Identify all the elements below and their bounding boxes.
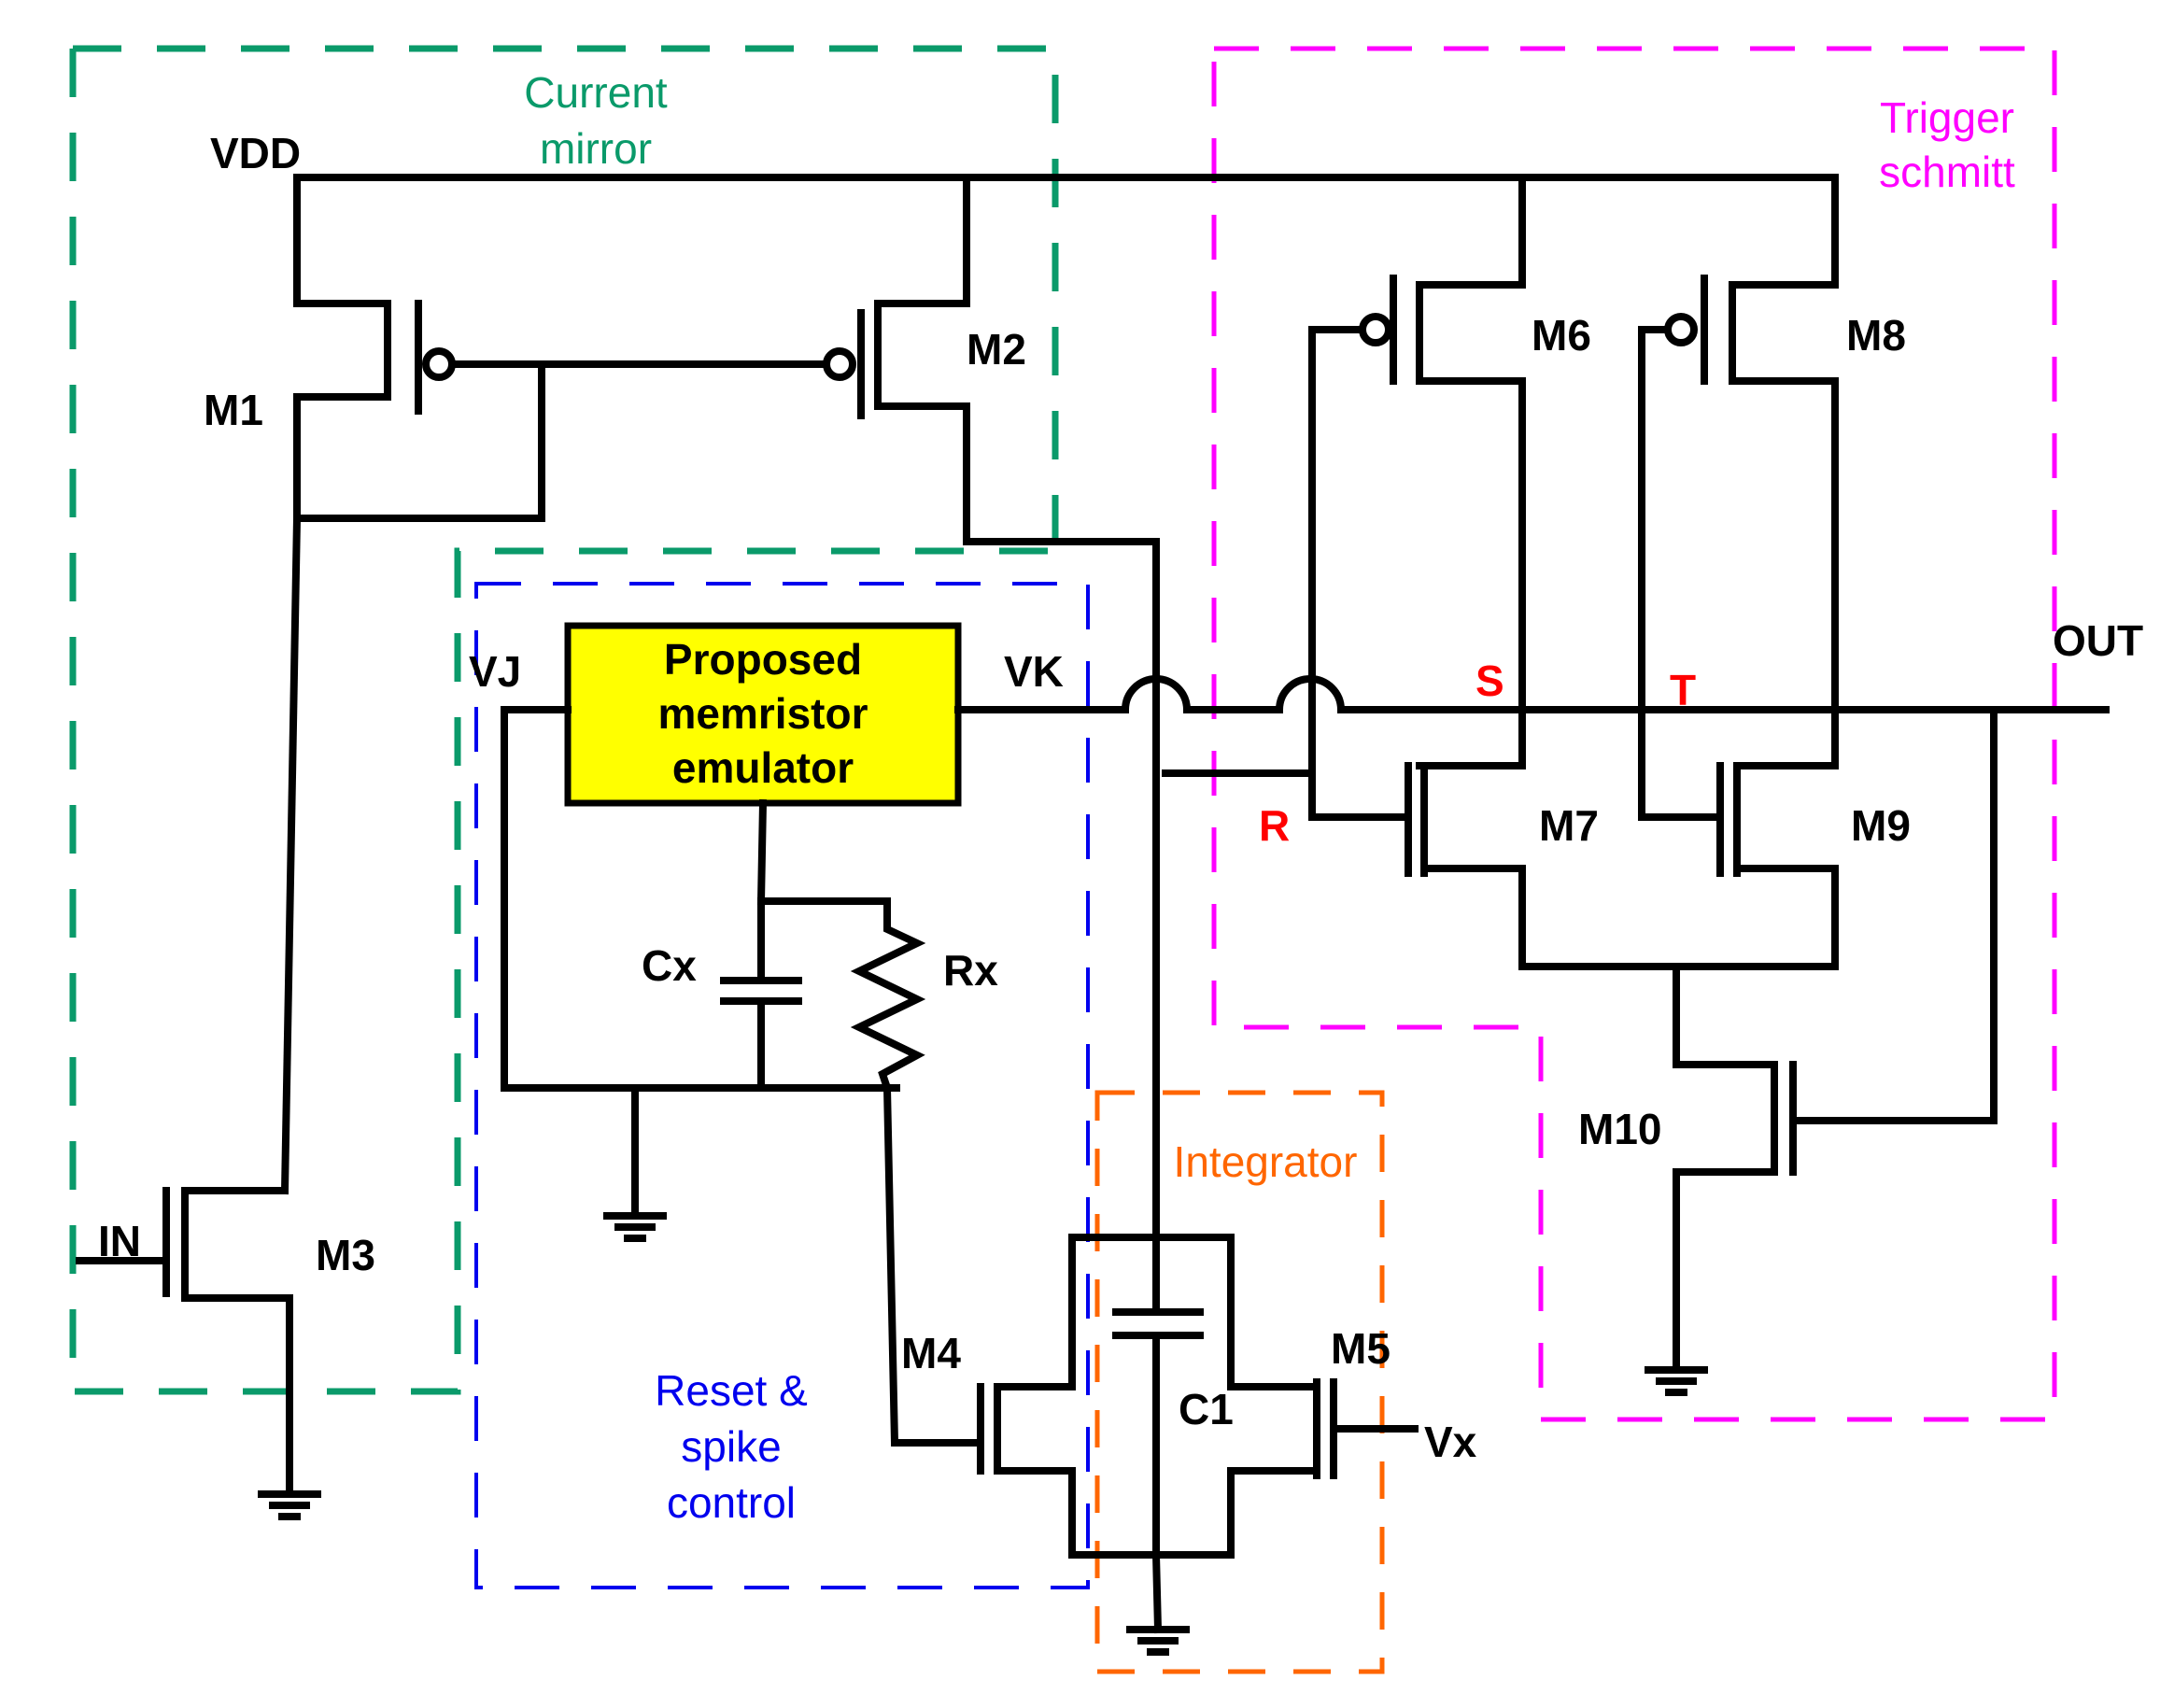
current-mirror-region	[69, 45, 1059, 1395]
transistor-m8	[1638, 275, 1839, 769]
memristor-label-line1: Proposed	[664, 635, 862, 684]
trigger-schmitt-label-2: schmitt	[1879, 148, 2015, 196]
vk-label: VK	[1004, 647, 1064, 696]
node-t-label: T	[1670, 666, 1696, 714]
m7-label: M7	[1539, 801, 1599, 850]
m9-label: M9	[1851, 801, 1911, 850]
m10-label: M10	[1578, 1105, 1661, 1153]
m6-label: M6	[1532, 311, 1591, 360]
c1-label: C1	[1179, 1385, 1234, 1433]
vk-line	[954, 675, 2110, 713]
transistor-m1	[293, 300, 545, 522]
node-r-label: R	[1259, 801, 1290, 850]
vx-label: Vx	[1424, 1418, 1477, 1466]
resistor-rx	[850, 897, 926, 1094]
reset-spike-label-2: spike	[681, 1422, 781, 1471]
out-label: OUT	[2053, 616, 2143, 665]
rx-label: Rx	[943, 946, 998, 995]
trigger-schmitt-label-1: Trigger	[1880, 93, 2014, 142]
vj-label: VJ	[469, 647, 521, 696]
m5-label: M5	[1331, 1324, 1391, 1373]
transistor-m6	[1308, 275, 1526, 769]
reset-spike-label-1: Reset &	[655, 1366, 808, 1415]
transistor-m4	[977, 1234, 1320, 1559]
reset-spike-label-3: control	[667, 1478, 796, 1527]
integrator-label: Integrator	[1174, 1137, 1358, 1186]
vdd-label: VDD	[210, 129, 301, 177]
vdd-rail	[293, 174, 1839, 289]
node-s-label: S	[1475, 656, 1504, 705]
capacitor-c1	[1112, 1220, 1204, 1656]
capacitor-cx	[720, 897, 802, 1092]
m4-label: M4	[901, 1329, 961, 1377]
integrator-region	[1094, 1090, 1385, 1674]
reset-spike-region	[474, 582, 1090, 1589]
m8-label: M8	[1846, 311, 1906, 360]
transistor-m5	[1313, 1378, 1419, 1479]
current-mirror-label-1: Current	[524, 68, 668, 117]
m1-label: M1	[204, 386, 263, 434]
transistor-m9	[1716, 762, 1839, 970]
current-mirror-label-2: mirror	[540, 124, 652, 173]
trigger-schmitt-region	[1211, 46, 2057, 1422]
memristor-label-line3: emulator	[672, 743, 854, 792]
in-label: IN	[98, 1217, 141, 1265]
transistor-m3	[76, 1187, 321, 1520]
memristor-label-line2: memristor	[658, 689, 868, 738]
m2-label: M2	[967, 325, 1026, 374]
cx-label: Cx	[642, 941, 697, 990]
transistor-m10	[1645, 706, 1998, 1396]
m3-label: M3	[316, 1231, 375, 1279]
transistor-m2	[823, 300, 1160, 1227]
